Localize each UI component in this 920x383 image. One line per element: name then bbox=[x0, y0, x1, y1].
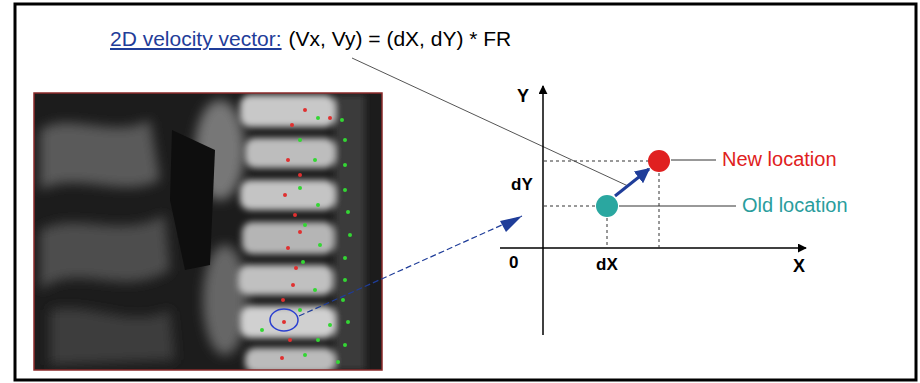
dimension-label: dX bbox=[596, 255, 618, 275]
leader-line bbox=[619, 206, 736, 207]
leader-line bbox=[352, 58, 628, 186]
pointer-line bbox=[299, 216, 522, 316]
formula-text: (Vx, Vy) = (dX, dY) * FR bbox=[289, 27, 512, 51]
new-location-dot bbox=[648, 150, 670, 172]
location-label: New location bbox=[722, 148, 837, 171]
y-axis bbox=[542, 86, 544, 335]
origin-label: 0 bbox=[509, 253, 518, 273]
photo-border bbox=[34, 93, 382, 370]
x-axis bbox=[500, 247, 806, 249]
axis-label: X bbox=[793, 256, 805, 277]
axis-label: Y bbox=[517, 86, 529, 107]
projection-lines bbox=[544, 161, 659, 248]
leader-line bbox=[671, 160, 716, 161]
dimension-label: dY bbox=[511, 175, 533, 195]
frame bbox=[15, 4, 916, 380]
pointer-head bbox=[500, 216, 522, 232]
formula-heading: 2D velocity vector: bbox=[110, 27, 282, 51]
velocity-arrow bbox=[615, 169, 649, 196]
old-location-dot bbox=[596, 195, 618, 217]
ultrasound-image bbox=[34, 93, 382, 370]
location-label: Old location bbox=[742, 194, 848, 217]
